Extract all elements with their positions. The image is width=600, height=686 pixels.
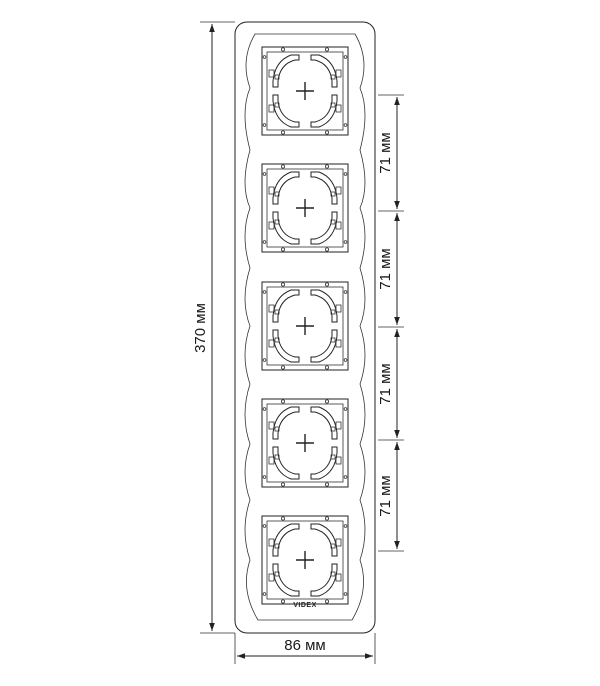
pitch-label-4: 71 мм (377, 475, 394, 516)
socket-module-4 (261, 398, 349, 488)
brand-logo: VIDEX (293, 602, 317, 609)
pitch-label-2: 71 мм (377, 248, 394, 289)
height-dimension: 370 мм (192, 21, 235, 634)
frame-outline (234, 21, 376, 634)
socket-module-3 (261, 281, 349, 371)
socket-module-2 (261, 163, 349, 253)
socket-modules (261, 46, 349, 605)
socket-module-1 (261, 46, 349, 136)
pitch-label-1: 71 мм (377, 132, 394, 173)
pitch-dimensions: 71 мм 71 мм 71 мм 71 мм (377, 94, 404, 552)
width-dimension: 86 мм (234, 633, 376, 664)
socket-module-5 (261, 515, 349, 605)
pitch-label-3: 71 мм (377, 363, 394, 404)
height-label: 370 мм (192, 303, 209, 353)
width-label: 86 мм (284, 637, 325, 654)
